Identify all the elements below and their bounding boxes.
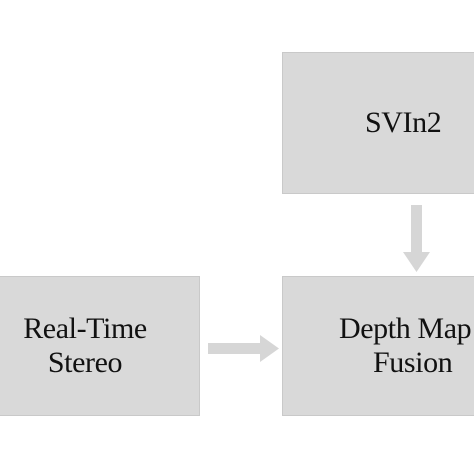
arrow-stereo-to-fusion [208, 335, 279, 362]
node-fusion-line2: Fusion [373, 346, 453, 379]
arrow-svin2-to-fusion [403, 205, 430, 272]
node-real-time-stereo: Real-Time Stereo [0, 276, 200, 416]
node-fusion-line1: Depth Map [339, 312, 472, 345]
node-stereo-line1: Real-Time [23, 312, 147, 345]
node-depth-map-fusion: Depth Map Fusion [282, 276, 474, 416]
node-stereo-line2: Stereo [47, 346, 123, 379]
node-svin2: SVIn2 [282, 52, 474, 194]
node-svin2-label: SVIn2 [365, 106, 442, 139]
